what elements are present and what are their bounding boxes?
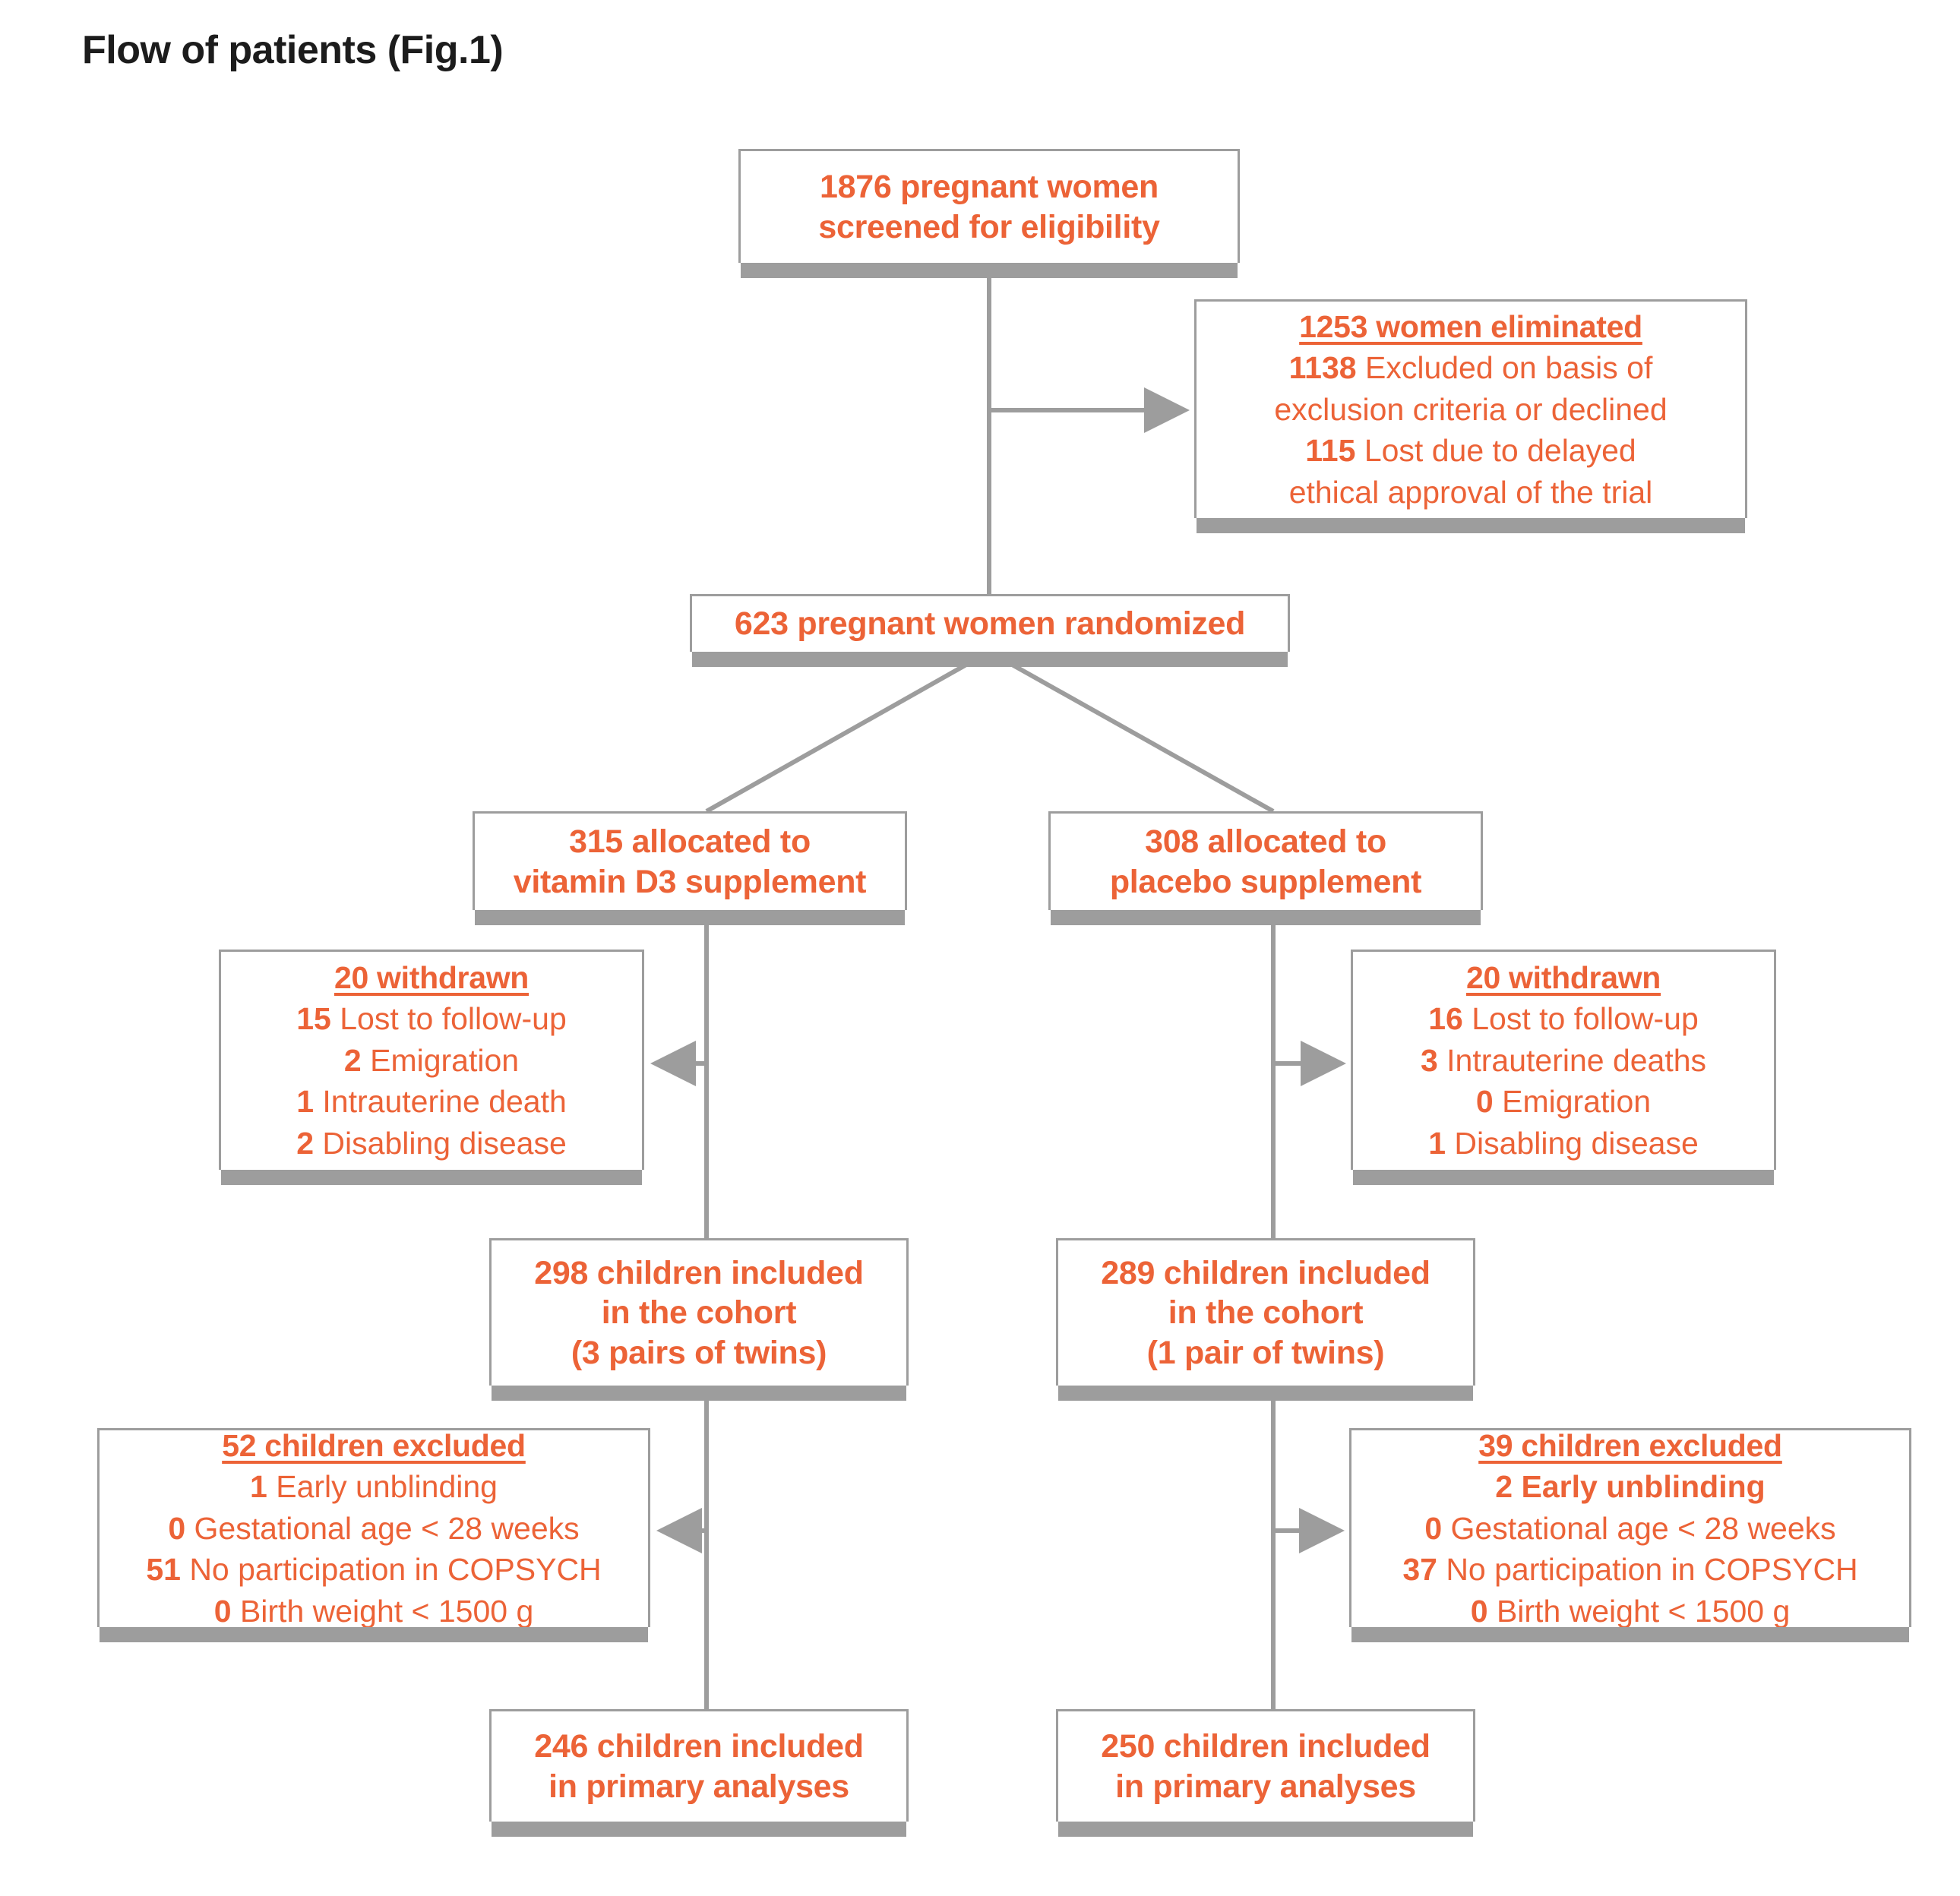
cohort-right-line-1: 289 children included: [1101, 1254, 1430, 1291]
eliminated-text-2: exclusion criteria or declined: [1274, 391, 1668, 427]
excluded-right-count-1: 2: [1495, 1469, 1513, 1505]
cohort-left-line-1: 298 children included: [534, 1254, 864, 1291]
node-allocated-vitamin-d3: 315 allocated to vitamin D3 supplement: [473, 811, 907, 925]
final-left-line-1: 246 children included: [534, 1728, 864, 1765]
excluded-right-count-2: 0: [1424, 1510, 1443, 1546]
node-withdrawn-left: 20 withdrawn 15 Lost to follow-up 2 Emig…: [219, 950, 644, 1185]
excluded-left-row-4: 0 Birth weight < 1500 g: [107, 1591, 640, 1632]
eliminated-text-1: Excluded on basis of: [1365, 350, 1653, 386]
excluded-left-count-1: 1: [250, 1469, 267, 1505]
excluded-left-header: 52 children excluded: [222, 1427, 526, 1463]
withdrawn-left-count-4: 2: [296, 1125, 315, 1161]
withdrawn-left-text-1: Lost to follow-up: [340, 1001, 567, 1037]
screened-line-1: 1876 pregnant women: [820, 169, 1159, 206]
excluded-right-count-4: 0: [1470, 1593, 1488, 1629]
excluded-left-row-2: 0 Gestational age < 28 weeks: [107, 1508, 640, 1550]
excluded-left-text-1: Early unblinding: [276, 1469, 498, 1505]
withdrawn-right-count-4: 1: [1428, 1125, 1446, 1161]
withdrawn-left-row-3: 1 Intrauterine death: [229, 1081, 634, 1123]
node-women-eliminated: 1253 women eliminated 1138 Excluded on b…: [1194, 299, 1747, 533]
eliminated-row-1: 1138 Excluded on basis of: [1204, 347, 1737, 389]
node-excluded-left: 52 children excluded 1 Early unblinding …: [97, 1427, 650, 1642]
withdrawn-left-row-2: 2 Emigration: [229, 1040, 634, 1082]
withdrawn-right-header: 20 withdrawn: [1465, 959, 1661, 995]
excluded-right-text-3: No participation in COPSYCH: [1446, 1552, 1858, 1588]
node-excluded-right: 39 children excluded 2 Early unblinding …: [1349, 1427, 1911, 1642]
excluded-right-header: 39 children excluded: [1478, 1427, 1782, 1463]
withdrawn-right-count-1: 16: [1428, 1001, 1463, 1037]
excluded-left-text-4: Birth weight < 1500 g: [239, 1593, 534, 1629]
alloc-left-line-1: 315 allocated to: [569, 823, 811, 861]
withdrawn-right-row-3: 0 Emigration: [1361, 1081, 1766, 1123]
withdrawn-right-row-1: 16 Lost to follow-up: [1361, 998, 1766, 1040]
excluded-right-text-2: Gestational age < 28 weeks: [1450, 1510, 1836, 1546]
eliminated-row-4: ethical approval of the trial: [1204, 472, 1737, 514]
excluded-right-text-1: Early unblinding: [1521, 1469, 1766, 1505]
excluded-right-text-4: Birth weight < 1500 g: [1496, 1593, 1791, 1629]
withdrawn-left-count-2: 2: [343, 1042, 362, 1078]
cohort-left-line-3: (3 pairs of twins): [571, 1334, 827, 1371]
eliminated-text-4: ethical approval of the trial: [1288, 474, 1653, 510]
final-left-line-2: in primary analyses: [548, 1768, 849, 1805]
node-withdrawn-right: 20 withdrawn 16 Lost to follow-up 3 Intr…: [1351, 950, 1776, 1185]
excluded-right-row-2: 0 Gestational age < 28 weeks: [1359, 1508, 1902, 1550]
withdrawn-left-text-3: Intrauterine death: [322, 1084, 567, 1120]
excluded-right-count-3: 37: [1402, 1552, 1437, 1588]
eliminated-row-3: 115 Lost due to delayed: [1204, 430, 1737, 472]
withdrawn-right-count-3: 0: [1475, 1084, 1494, 1120]
cohort-right-line-3: (1 pair of twins): [1146, 1334, 1385, 1371]
alloc-right-line-1: 308 allocated to: [1145, 823, 1386, 861]
excluded-left-text-2: Gestational age < 28 weeks: [194, 1510, 580, 1546]
page-title: Flow of patients (Fig.1): [82, 28, 504, 72]
final-right-line-1: 250 children included: [1101, 1728, 1430, 1765]
withdrawn-left-count-3: 1: [296, 1084, 314, 1120]
final-right-line-2: in primary analyses: [1115, 1768, 1416, 1805]
withdrawn-left-text-2: Emigration: [370, 1042, 520, 1078]
withdrawn-right-row-2: 3 Intrauterine deaths: [1361, 1040, 1766, 1082]
excluded-left-count-2: 0: [168, 1510, 186, 1546]
excluded-right-row-3: 37 No participation in COPSYCH: [1359, 1549, 1902, 1591]
cohort-left-line-2: in the cohort: [601, 1294, 797, 1332]
node-cohort-left: 298 children included in the cohort (3 p…: [489, 1238, 909, 1401]
excluded-right-row-4: 0 Birth weight < 1500 g: [1359, 1591, 1902, 1632]
withdrawn-left-count-1: 15: [296, 1001, 331, 1037]
withdrawn-left-header: 20 withdrawn: [334, 959, 530, 995]
withdrawn-right-text-1: Lost to follow-up: [1472, 1001, 1699, 1037]
node-allocated-placebo: 308 allocated to placebo supplement: [1048, 811, 1483, 925]
excluded-left-row-1: 1 Early unblinding: [107, 1466, 640, 1508]
withdrawn-right-row-4: 1 Disabling disease: [1361, 1123, 1766, 1164]
excluded-right-row-1: 2 Early unblinding: [1359, 1466, 1902, 1508]
cohort-right-line-2: in the cohort: [1168, 1294, 1364, 1332]
node-final-left: 246 children included in primary analyse…: [489, 1709, 909, 1837]
withdrawn-right-text-2: Intrauterine deaths: [1446, 1042, 1707, 1078]
screened-line-2: screened for eligibility: [818, 208, 1160, 245]
eliminated-count-1: 1138: [1288, 350, 1357, 386]
withdrawn-left-row-4: 2 Disabling disease: [229, 1123, 634, 1164]
alloc-right-line-2: placebo supplement: [1109, 863, 1422, 900]
eliminated-count-3: 115: [1305, 433, 1356, 469]
excluded-left-text-3: No participation in COPSYCH: [189, 1552, 602, 1588]
excluded-left-count-4: 0: [213, 1593, 232, 1629]
alloc-left-line-2: vitamin D3 supplement: [513, 863, 867, 900]
withdrawn-right-count-2: 3: [1420, 1042, 1438, 1078]
node-screened: 1876 pregnant women screened for eligibi…: [738, 149, 1240, 278]
eliminated-header: 1253 women eliminated: [1299, 308, 1642, 344]
excluded-left-count-3: 51: [146, 1552, 181, 1588]
withdrawn-left-row-1: 15 Lost to follow-up: [229, 998, 634, 1040]
eliminated-row-2: exclusion criteria or declined: [1204, 389, 1737, 431]
node-cohort-right: 289 children included in the cohort (1 p…: [1056, 1238, 1475, 1401]
withdrawn-left-text-4: Disabling disease: [322, 1125, 567, 1161]
excluded-left-row-3: 51 No participation in COPSYCH: [107, 1549, 640, 1591]
withdrawn-right-text-4: Disabling disease: [1454, 1125, 1699, 1161]
randomized-line-1: 623 pregnant women randomized: [734, 605, 1246, 643]
eliminated-text-3: Lost due to delayed: [1364, 433, 1636, 469]
node-final-right: 250 children included in primary analyse…: [1056, 1709, 1475, 1837]
withdrawn-right-text-3: Emigration: [1502, 1084, 1652, 1120]
node-randomized: 623 pregnant women randomized: [690, 594, 1290, 667]
